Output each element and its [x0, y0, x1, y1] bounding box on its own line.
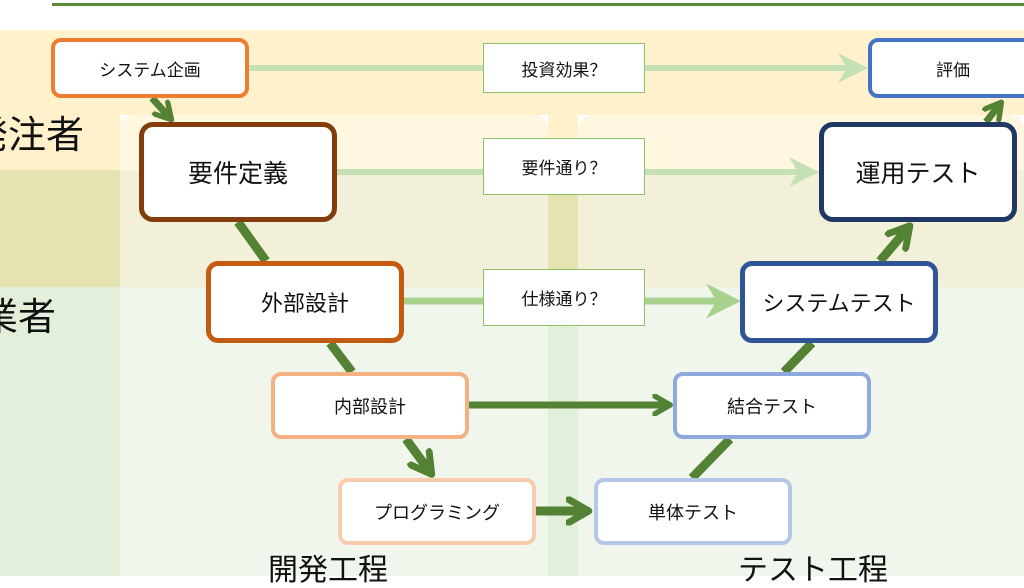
verification-label-text: 仕様通り？ — [521, 290, 607, 310]
connector-layer — [149, 53, 1024, 576]
phase-label-testing: テスト工程 — [738, 553, 888, 588]
node-external-design: 外部設計 — [206, 261, 404, 343]
node-label: 外部設計 — [260, 292, 349, 317]
verification-label-investment-effect: 投資効果？ — [483, 43, 645, 93]
flow-arrow-plan-to-req — [149, 95, 170, 118]
node-unit-test: 単体テスト — [594, 478, 792, 545]
flow-arrow-req-to-ext — [234, 219, 270, 264]
flow-arrow-int-to-prog — [402, 436, 430, 472]
node-label: 内部設計 — [334, 396, 406, 418]
node-evaluation: 評価 — [868, 38, 1024, 98]
node-operational-test: 運用テスト — [819, 122, 1017, 222]
node-label: 運用テスト — [855, 159, 981, 188]
verification-label-text: 要件通り？ — [521, 159, 607, 179]
node-label: システム企画 — [99, 60, 201, 81]
node-label: 単体テスト — [648, 502, 738, 524]
flow-arrow-unit-to-inttest — [688, 435, 734, 482]
header-divider — [52, 3, 1024, 6]
node-label: 結合テスト — [727, 396, 817, 418]
flow-arrow-inttest-to-systest — [780, 339, 816, 376]
verification-label-text: 投資効果？ — [521, 60, 607, 81]
flow-arrow-optest-to-eval — [986, 104, 1000, 125]
column-gap — [548, 287, 578, 576]
node-internal-design: 内部設計 — [271, 372, 469, 439]
actor-label-vendor: 業者 — [0, 295, 57, 339]
vendor-swimlane-left — [0, 287, 120, 576]
node-label: 要件定義 — [187, 159, 288, 188]
node-integration-test: 結合テスト — [673, 372, 871, 439]
shared-swimlane-left — [0, 170, 120, 287]
node-system-planning: システム企画 — [51, 38, 249, 98]
node-label: プログラミング — [374, 502, 500, 524]
actor-label-orderer: 発注者 — [0, 113, 85, 157]
node-label: システムテスト — [762, 292, 916, 317]
node-label: 評価 — [936, 60, 970, 81]
node-requirements-definition: 要件定義 — [139, 122, 337, 222]
node-programming: プログラミング — [338, 478, 536, 545]
verification-label-per-requirements: 要件通り？ — [483, 138, 645, 195]
flow-arrow-systest-to-optest — [876, 228, 908, 264]
node-system-test: システムテスト — [740, 261, 938, 343]
flow-arrow-ext-to-int — [326, 340, 356, 375]
phase-label-development: 開発工程 — [268, 553, 388, 588]
verification-label-per-specification: 仕様通り？ — [483, 269, 645, 326]
